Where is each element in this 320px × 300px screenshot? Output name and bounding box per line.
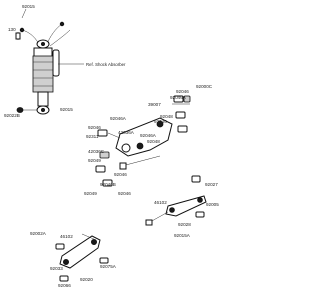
label-92046-d: 92046 — [114, 172, 127, 177]
label-92049-b: 92049 — [84, 191, 97, 196]
label-92048-b: 92048 — [147, 139, 160, 144]
label-92075a: 92075A — [100, 264, 117, 269]
label-42036a: 42036A — [118, 130, 135, 135]
collar-set-upper — [172, 95, 191, 133]
label-92046a-b: 92046A — [110, 116, 127, 121]
label-92049: 92049 — [88, 158, 101, 163]
label-92022b: 92022B — [4, 113, 20, 118]
label-92046-a: 92046 — [176, 89, 189, 94]
wire-connector-left — [19, 27, 25, 33]
wire-connector-right — [59, 21, 65, 27]
label-42036c: 42036C — [88, 149, 105, 154]
tie-rod-left — [55, 233, 109, 282]
label-92066: 92066 — [58, 283, 71, 288]
rocker-arm — [115, 117, 173, 157]
label-92015-top: 92015 — [22, 4, 35, 9]
label-92033-right: 92005 — [206, 202, 219, 207]
collar-set-left — [95, 129, 121, 187]
label-92002a: 92002A — [30, 231, 47, 236]
label-130: 130 — [8, 27, 16, 32]
label-92015a: 92015A — [174, 233, 191, 238]
label-92000c: 92000C — [196, 84, 213, 89]
label-92046-c: 92046 — [88, 125, 101, 130]
label-46102-a: 46102 — [60, 234, 73, 239]
label-92015-mid: 92015 — [60, 107, 73, 112]
label-92020: 92020 — [80, 277, 93, 282]
label-46102-b: 46102 — [154, 200, 167, 205]
label-92046-e: 92046 — [118, 191, 131, 196]
lower-nut — [16, 107, 37, 113]
tie-rod-right — [145, 175, 207, 226]
ref-shock-absorber-label: Ref. Shock Absorber — [86, 62, 126, 67]
label-92027: 92027 — [205, 182, 218, 187]
pivot-bolt-middle — [119, 155, 161, 170]
label-92046a-c: 92046A — [140, 133, 157, 138]
label-92311: 92311 — [86, 134, 99, 139]
top-bolt — [15, 32, 21, 40]
label-92033: 92033 — [50, 266, 63, 271]
label-92048: 92048 — [160, 114, 173, 119]
label-92046-b: 92046 — [154, 119, 167, 124]
rear-suspension-exploded-diagram: 92015 130 Ref. Shock Absorber 92015 9202… — [4, 4, 219, 288]
shock-absorber — [19, 21, 71, 115]
label-92046b: 92046B — [100, 182, 116, 187]
label-92028: 92028 — [178, 222, 191, 227]
label-92046a-a: 92046A — [170, 95, 187, 100]
label-39007: 39007 — [148, 102, 161, 107]
